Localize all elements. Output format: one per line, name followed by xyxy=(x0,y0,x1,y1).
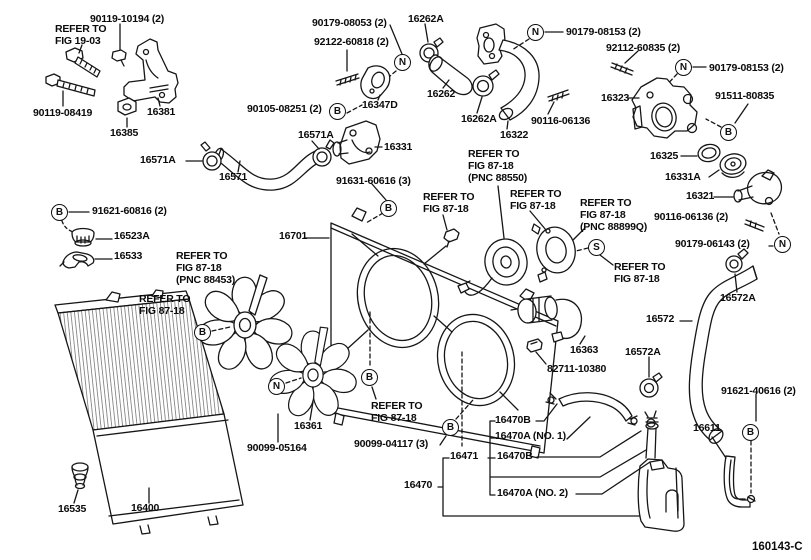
label-refer-fig-19-03: REFER TO FIG 19-03 xyxy=(55,23,107,47)
label-refer-fig-87-18-c: REFER TO FIG 87-18 xyxy=(614,261,666,285)
label-16611: 16611 xyxy=(693,422,721,434)
label-refer-fig-87-18-b: REFER TO FIG 87-18 xyxy=(510,188,562,212)
label-90179-06143: 90179-06143 (2) xyxy=(675,238,750,250)
marker-S-motor-mount: S xyxy=(588,239,605,256)
label-16471: 16471 xyxy=(450,450,479,462)
cooling-fans xyxy=(195,274,360,443)
marker-N-90179-06143: N xyxy=(774,236,791,253)
label-refer-fig-87-18-a: REFER TO FIG 87-18 xyxy=(423,191,475,215)
marker-B-91631-60616: B xyxy=(380,200,397,217)
label-16571A-left: 16571A xyxy=(140,154,176,166)
label-16572A-lower: 16572A xyxy=(625,346,661,358)
label-refer-fig-87-18-pnc-88899q: REFER TO FIG 87-18 (PNC 88899Q) xyxy=(580,197,648,233)
marker-B-91621-40616: B xyxy=(742,424,759,441)
label-16262A-upper: 16262A xyxy=(408,13,444,25)
label-16400: 16400 xyxy=(131,502,160,514)
label-16385: 16385 xyxy=(110,127,139,139)
label-16262: 16262 xyxy=(427,88,456,100)
water-inlet-pipe-group xyxy=(335,23,570,130)
label-16322: 16322 xyxy=(500,129,529,141)
label-92122-60818: 92122-60818 (2) xyxy=(314,36,389,48)
fan-motor-group xyxy=(442,185,614,296)
marker-B-shroud: B xyxy=(361,369,378,386)
upper-radiator-hose-group xyxy=(185,120,387,224)
label-90099-05164: 90099-05164 xyxy=(247,442,307,454)
label-90116-06136-2: 90116-06136 (2) xyxy=(654,211,729,223)
label-16325: 16325 xyxy=(650,150,679,162)
marker-N-fan-2: N xyxy=(268,378,285,395)
label-16572: 16572 xyxy=(646,313,675,325)
lower-radiator-hose-group xyxy=(639,248,758,444)
marker-N-90179-08153-b: N xyxy=(675,59,692,76)
label-16361: 16361 xyxy=(294,420,323,432)
marker-B-91621-60816: B xyxy=(51,204,68,221)
label-16535: 16535 xyxy=(58,503,87,515)
marker-N-90179-08153-a: N xyxy=(527,24,544,41)
label-refer-fig-87-18-pnc-88550: REFER TO FIG 87-18 (PNC 88550) xyxy=(468,148,528,184)
drawing-number: 160143-C xyxy=(752,541,803,553)
label-16572A-upper: 16572A xyxy=(720,292,756,304)
label-91621-40616: 91621-40616 (2) xyxy=(721,385,796,397)
label-90105-08251: 90105-08251 (2) xyxy=(247,103,322,115)
label-16321: 16321 xyxy=(686,190,715,202)
label-91511-80835: 91511-80835 xyxy=(715,90,775,102)
label-16470B-2: 16470B xyxy=(497,450,533,462)
label-90116-06136-upper: 90116-06136 xyxy=(531,115,591,127)
label-16363: 16363 xyxy=(570,344,599,356)
label-refer-fig-87-18-pnc-88453: REFER TO FIG 87-18 (PNC 88453) xyxy=(176,250,236,286)
marker-B-91511-80835: B xyxy=(720,124,737,141)
label-16523A: 16523A xyxy=(114,230,150,242)
marker-B-90105-08251: B xyxy=(329,103,346,120)
label-16470B-1: 16470B xyxy=(495,414,531,426)
water-pump-housing-group xyxy=(511,31,749,139)
label-refer-fig-87-18-d: REFER TO FIG 87-18 xyxy=(139,293,191,317)
label-16347D: 16347D xyxy=(362,99,398,111)
label-refer-fig-87-18-e: REFER TO FIG 87-18 xyxy=(371,400,423,424)
label-16533: 16533 xyxy=(114,250,143,262)
radiator xyxy=(54,289,244,535)
label-90179-08053: 90179-08053 (2) xyxy=(312,17,387,29)
label-90179-08153-b: 90179-08153 (2) xyxy=(709,62,784,74)
engine-mount-bracket-assembly xyxy=(45,23,179,128)
marker-B-90099-04117: B xyxy=(442,419,459,436)
label-90179-08153-a: 90179-08153 (2) xyxy=(566,26,641,38)
label-91631-60616: 91631-60616 (3) xyxy=(336,175,411,187)
label-91621-60816: 91621-60816 (2) xyxy=(92,205,167,217)
label-90099-04117: 90099-04117 (3) xyxy=(354,438,429,450)
label-16331A: 16331A xyxy=(665,171,701,183)
label-16470A-no1: 16470A (NO. 1) xyxy=(495,430,566,442)
label-90119-08419: 90119-08419 xyxy=(33,107,93,119)
label-82711-10380: 82711-10380 xyxy=(547,363,607,375)
fan-motor-16363 xyxy=(510,295,586,365)
label-16323: 16323 xyxy=(601,92,630,104)
label-16701: 16701 xyxy=(279,230,308,242)
label-92112-60835: 92112-60835 (2) xyxy=(606,42,681,54)
label-16381: 16381 xyxy=(147,106,176,118)
label-16571: 16571 xyxy=(219,171,248,183)
marker-B-fan-1: B xyxy=(194,324,211,341)
label-16262A-lower: 16262A xyxy=(461,113,497,125)
label-16331: 16331 xyxy=(384,141,413,153)
marker-N-90179-08053: N xyxy=(394,54,411,71)
label-16470A-no2: 16470A (NO. 2) xyxy=(497,487,568,499)
label-90119-10194: 90119-10194 (2) xyxy=(90,13,165,25)
thermostat-group xyxy=(680,143,783,247)
label-16470: 16470 xyxy=(404,479,433,491)
radiator-cap-group xyxy=(59,211,113,269)
label-16571A-right: 16571A xyxy=(298,129,334,141)
reservoir-group xyxy=(437,392,757,532)
